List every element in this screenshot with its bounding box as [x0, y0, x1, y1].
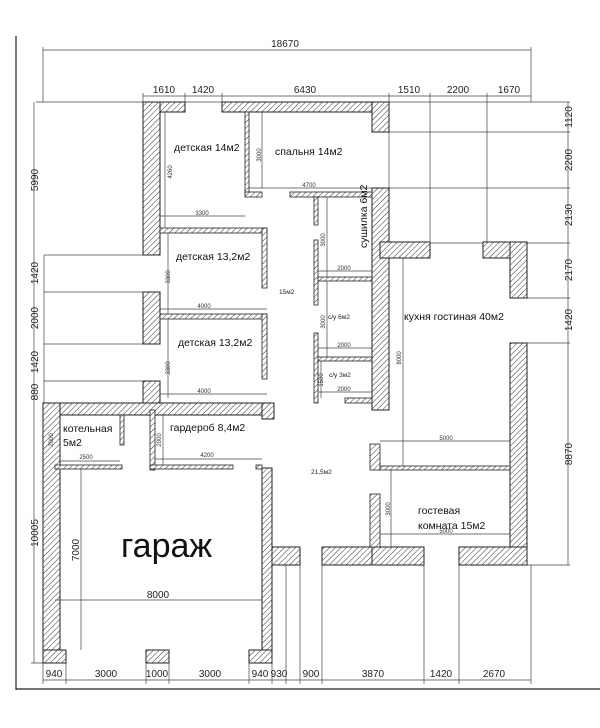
room-label-kitchen-living: кухня гостиная 40м2: [404, 311, 504, 323]
exterior-walls: [42, 101, 528, 664]
dimension-label: 3000: [199, 669, 222, 680]
dimension-label: 3000: [386, 502, 392, 516]
room-label-dryer: сушилка 6м2: [358, 184, 370, 248]
dimension-label: 4200: [200, 453, 214, 459]
dimension-label: 2000: [337, 266, 351, 272]
room-labels: детская 14м2 спальня 14м2 сушилка 6м2 де…: [63, 142, 504, 565]
right-dimensions: 1120 2200 2130 2170 1420 8870: [36, 101, 575, 566]
dimension-label: 10005: [30, 519, 41, 547]
room-label-bathroom-2: с/у 3м2: [329, 372, 351, 379]
dimension-label: 2000: [30, 306, 41, 329]
dimension-label: 1420: [192, 85, 215, 96]
interior-dimension-labels: 4260 3000 4700 3300 3000 2000 3300 4000 …: [49, 148, 453, 601]
dimension-label: 2500: [79, 455, 93, 461]
overall-dimension: 18670: [42, 39, 532, 102]
drawing-frame: [15, 36, 600, 690]
dimension-label: 1610: [153, 85, 176, 96]
room-label-kids-3: детская 13,2м2: [178, 337, 252, 349]
dimension-label: 4260: [168, 165, 174, 179]
dimension-label: 2000: [337, 343, 351, 349]
room-label-kids-1: детская 14м2: [174, 142, 240, 154]
dimension-label: 2000: [157, 433, 163, 447]
room-label-boiler: котельная: [63, 423, 112, 435]
dimension-label: 3000: [257, 148, 263, 162]
dimension-label: 880: [30, 383, 41, 400]
dimension-label: 3870: [362, 669, 385, 680]
bottom-dimensions: 940 3000 1000 3000 940 930 900 3870 1420…: [42, 565, 532, 684]
dimension-label: 2200: [447, 85, 470, 96]
dimension-label: 1420: [30, 261, 41, 284]
room-label-bedroom: спальня 14м2: [275, 146, 343, 158]
dimension-label: 3300: [166, 270, 172, 284]
dimension-label: 940: [46, 669, 63, 680]
room-label-hall-2: 21,5м2: [311, 469, 332, 476]
left-dimensions: 5990 1420 2000 1420 880 10005: [30, 102, 143, 664]
dimension-label: 5000: [439, 529, 453, 535]
dimension-label: 5000: [439, 436, 453, 442]
interior-walls: [54, 111, 511, 548]
dimension-label: 4000: [197, 304, 211, 310]
dimension-label: 2130: [564, 203, 575, 226]
room-label-guest: гостевая: [418, 505, 460, 517]
dimension-label: 1420: [430, 669, 453, 680]
room-label-wardrobe: гардероб 8,4м2: [170, 422, 245, 434]
dimension-label: 18670: [271, 39, 299, 50]
interior-dimension-lines: [55, 112, 510, 650]
dimension-label: 6430: [294, 85, 317, 96]
dimension-label: 4000: [197, 389, 211, 395]
dimension-label: 1120: [564, 106, 575, 128]
dimension-label: 8870: [564, 442, 575, 465]
room-label-garage: гараж: [121, 527, 212, 565]
room-label-bathroom-1: с/у 6м2: [328, 314, 350, 321]
dimension-label: 2000: [337, 387, 351, 393]
dimension-label: 5990: [30, 168, 41, 191]
room-label-kids-2: детская 13,2м2: [176, 251, 250, 263]
dimension-label: 930: [271, 669, 288, 680]
dimension-label: 940: [252, 669, 269, 680]
dimension-label: 3000: [95, 669, 118, 680]
dimension-label: 8000: [397, 351, 403, 365]
dimension-label: 3000: [321, 315, 327, 329]
dimension-label: 2200: [564, 148, 575, 171]
dimension-label: 2670: [483, 669, 506, 680]
dimension-label: 1510: [398, 85, 421, 96]
dimension-label: 1670: [498, 85, 521, 96]
dimension-label: 7000: [71, 538, 82, 561]
dimension-label: 1500: [319, 373, 325, 387]
room-label-guest-area: комната 15м2: [418, 520, 486, 532]
dimension-label: 4700: [302, 183, 316, 189]
dimension-label: 900: [303, 669, 320, 680]
room-label-hall-1: 15м2: [279, 289, 295, 296]
room-label-boiler-area: 5м2: [63, 437, 82, 449]
dimension-label: 3300: [166, 361, 172, 375]
dimension-label: 8000: [147, 590, 170, 601]
dimension-label: 2000: [49, 433, 55, 447]
dimension-label: 3000: [321, 233, 327, 247]
dimension-label: 1420: [30, 350, 41, 373]
dimension-label: 1420: [564, 308, 575, 331]
dimension-label: 2170: [564, 258, 575, 281]
dimension-label: 1000: [146, 669, 169, 680]
dimension-label: 3300: [195, 211, 209, 217]
